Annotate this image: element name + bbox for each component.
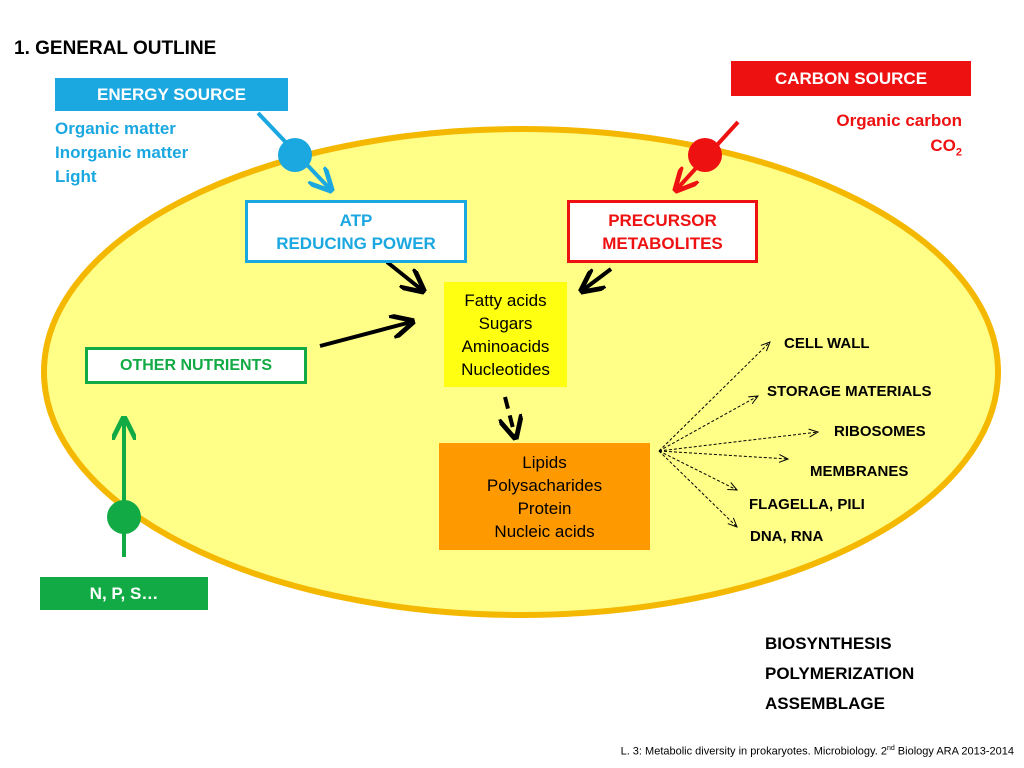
polymer-item: Nucleic acids <box>494 521 595 541</box>
atp-to-monomers-arrow <box>385 260 422 290</box>
assembly-arrow-dna <box>658 450 737 527</box>
monomer-item: Sugars <box>478 313 533 333</box>
assembly-arrows <box>658 342 818 527</box>
process-item: BIOSYNTHESIS <box>765 634 892 653</box>
page-title: 1. GENERAL OUTLINE <box>14 38 217 59</box>
reducing-power-label: REDUCING POWER <box>276 233 436 253</box>
assembly-arrow-cell-wall <box>658 342 770 452</box>
energy-source-item: Light <box>55 167 97 186</box>
carbon-source-banner: CARBON SOURCE <box>731 61 971 96</box>
carbon-source-organic: Organic carbon <box>836 111 962 130</box>
energy-source-item: Organic matter <box>55 119 176 138</box>
process-item: POLYMERIZATION <box>765 664 915 683</box>
precursor-label: PRECURSOR <box>608 210 717 230</box>
assembly-arrow-flagella <box>658 450 737 490</box>
polymers-box: Lipids Polysacharides Protein Nucleic ac… <box>439 443 650 550</box>
footer-text-end: Biology ARA 2013-2014 <box>894 745 1014 758</box>
assembly-arrow-storage <box>658 396 758 452</box>
polymer-item: Lipids <box>522 452 567 472</box>
nutrients-to-monomers-arrow <box>319 322 411 348</box>
precursor-metabolites-box: PRECURSOR METABOLITES <box>567 200 758 263</box>
footer-citation: L. 3: Metabolic diversity in prokaryotes… <box>621 745 1014 758</box>
metabolites-label: METABOLITES <box>602 233 723 253</box>
other-nutrients-box: OTHER NUTRIENTS <box>85 347 307 384</box>
carbon-source-list: Organic carbon CO2 <box>836 108 962 165</box>
nps-banner: N, P, S… <box>40 577 208 610</box>
nutrient-transporter-icon <box>107 500 141 534</box>
energy-source-list: Organic matter Inorganic matter Light <box>55 117 188 189</box>
structure-cell-wall: CELL WALL <box>784 335 870 352</box>
co2-subscript: 2 <box>955 146 962 159</box>
co2-base: CO <box>930 136 956 155</box>
carbon-transporter-icon <box>688 138 722 172</box>
atp-reducing-power-box: ATP REDUCING POWER <box>245 200 467 263</box>
energy-source-item: Inorganic matter <box>55 143 189 162</box>
assembly-arrow-ribosomes <box>658 432 818 452</box>
monomer-item: Fatty acids <box>464 290 547 310</box>
monomers-box: Fatty acids Sugars Aminoacids Nucleotide… <box>444 282 567 387</box>
structure-ribosomes: RIBOSOMES <box>834 423 926 440</box>
assembly-arrow-membranes <box>658 450 788 459</box>
structure-storage-materials: STORAGE MATERIALS <box>767 383 932 400</box>
monomer-item: Aminoacids <box>461 336 550 356</box>
energy-source-banner: ENERGY SOURCE <box>55 78 288 111</box>
polymer-item: Protein <box>517 498 572 518</box>
carbon-source-co2: CO2 <box>836 133 962 165</box>
footer-superscript: nd <box>886 745 895 752</box>
atp-label: ATP <box>339 210 373 230</box>
structure-membranes: MEMBRANES <box>810 463 909 480</box>
structure-dna-rna: DNA, RNA <box>750 528 824 545</box>
monomers-to-polymers-arrow <box>505 396 515 436</box>
process-item: ASSEMBLAGE <box>765 694 885 713</box>
precursor-to-monomers-arrow <box>583 267 613 290</box>
monomer-item: Nucleotides <box>461 359 550 379</box>
polymer-item: Polysacharides <box>486 475 603 495</box>
energy-transporter-icon <box>278 138 312 172</box>
structure-flagella-pili: FLAGELLA, PILI <box>749 496 865 513</box>
footer-text: L. 3: Metabolic diversity in prokaryotes… <box>620 745 887 758</box>
processes-list: BIOSYNTHESIS POLYMERIZATION ASSEMBLAGE <box>765 629 914 719</box>
